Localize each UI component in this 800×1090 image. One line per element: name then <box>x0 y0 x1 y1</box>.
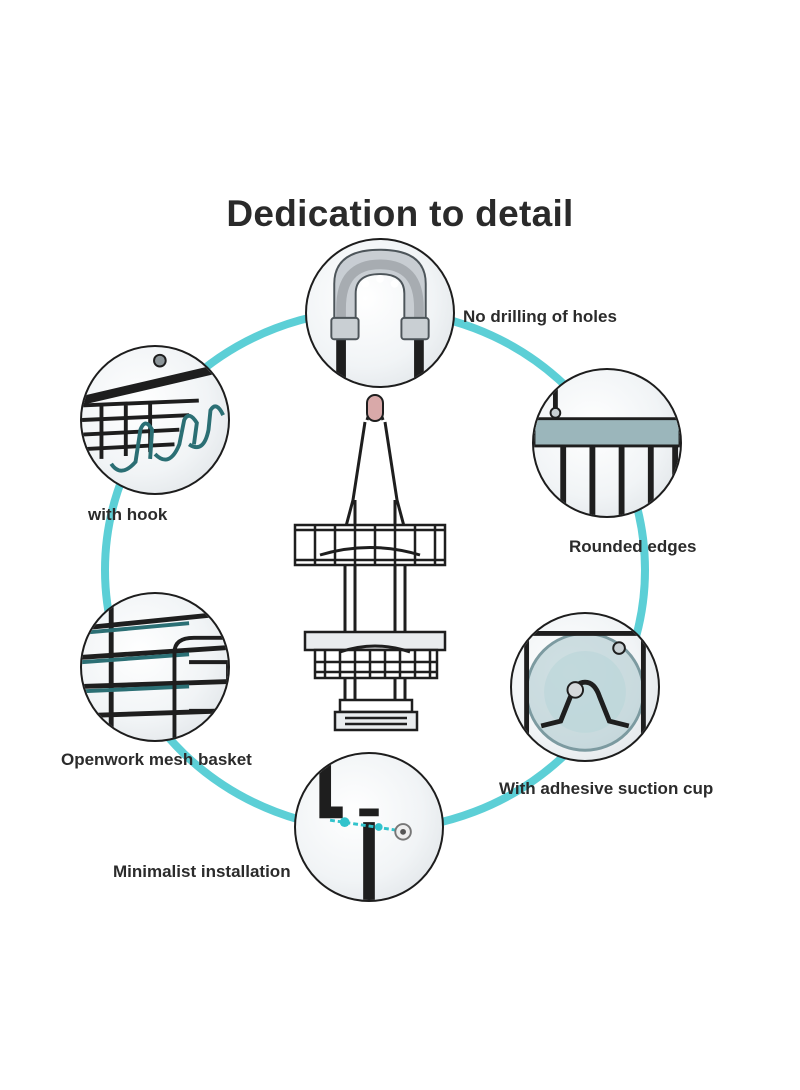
detail-bubble-hook <box>80 345 230 495</box>
label-rounded-edges: Rounded edges <box>569 537 697 556</box>
detail-bubble-rounded-edges <box>532 368 682 518</box>
hook-icon <box>82 353 228 473</box>
label-mesh-basket: Openwork mesh basket <box>61 750 252 769</box>
mesh-basket-icon <box>82 603 228 740</box>
page-title: Dedication to detail <box>226 193 574 234</box>
suction-hook-icon <box>330 248 430 386</box>
label-no-drilling: No drilling of holes <box>463 307 617 326</box>
installation-icon <box>319 754 412 900</box>
detail-bubble-installation <box>294 752 444 902</box>
detail-bubble-suction-hook <box>305 238 455 388</box>
label-with-hook: with hook <box>88 505 168 524</box>
label-suction-cup: With adhesive suction cup <box>499 779 714 798</box>
label-installation: Minimalist installation <box>113 862 291 881</box>
suction-cup-icon <box>512 631 658 760</box>
detail-bubble-suction-cup <box>510 612 660 762</box>
shower-caddy-image <box>293 394 447 732</box>
rounded-edge-icon <box>534 370 680 516</box>
detail-bubble-mesh-basket <box>80 592 230 742</box>
